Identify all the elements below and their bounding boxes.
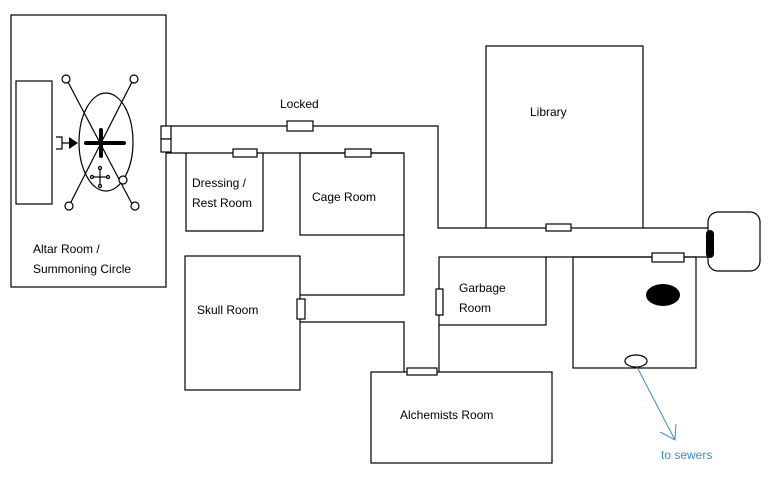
garbage-room: Garbage Room [438, 256, 547, 326]
skull-door [296, 298, 306, 320]
dressing-room-label-2: Rest Room [192, 196, 252, 210]
candle-icons [61, 74, 140, 211]
blocked-passage [706, 230, 714, 258]
doors [160, 120, 685, 376]
skull-room: Skull Room [184, 255, 301, 391]
altar-door [160, 125, 172, 140]
pit-room-door [651, 252, 685, 263]
garbage-door [435, 288, 444, 316]
altar-room-label-2: Summoning Circle [33, 262, 131, 276]
arrow-icon [56, 136, 78, 150]
altar-room-label: Altar Room / [33, 242, 100, 256]
pit-room [572, 256, 697, 369]
pit [646, 284, 680, 306]
alchemists-door [406, 367, 438, 376]
locked-label: Locked [280, 97, 319, 111]
end-chamber [706, 211, 761, 272]
dressing-room: Dressing / Rest Room [185, 153, 264, 232]
sewers-label: to sewers [661, 448, 712, 462]
small-cross-icon [89, 165, 111, 189]
library-label: Library [530, 105, 567, 119]
skull-room-label: Skull Room [197, 303, 258, 317]
dressing-door [232, 148, 258, 158]
alchemists-room: Alchemists Room [370, 371, 553, 464]
altar [15, 80, 53, 205]
cage-door [344, 148, 372, 158]
garbage-room-label-2: Room [459, 301, 491, 315]
altar-door-2 [160, 138, 172, 153]
alchemists-room-label: Alchemists Room [400, 408, 493, 422]
locked-door [286, 120, 314, 132]
sewer-hatch [624, 354, 648, 368]
summoning-circle [78, 92, 134, 192]
dressing-room-label: Dressing / [192, 176, 247, 190]
altar-room: Altar Room / Summoning Circle [10, 14, 167, 288]
library-door [545, 223, 572, 232]
cage-room-label: Cage Room [312, 190, 376, 204]
corridors [166, 125, 708, 372]
garbage-room-label: Garbage [459, 281, 506, 295]
sewers-pointer: to sewers [636, 366, 712, 462]
cage-room: Cage Room [299, 152, 405, 236]
library: Library [485, 45, 644, 229]
thick-cross-icon [84, 128, 126, 158]
